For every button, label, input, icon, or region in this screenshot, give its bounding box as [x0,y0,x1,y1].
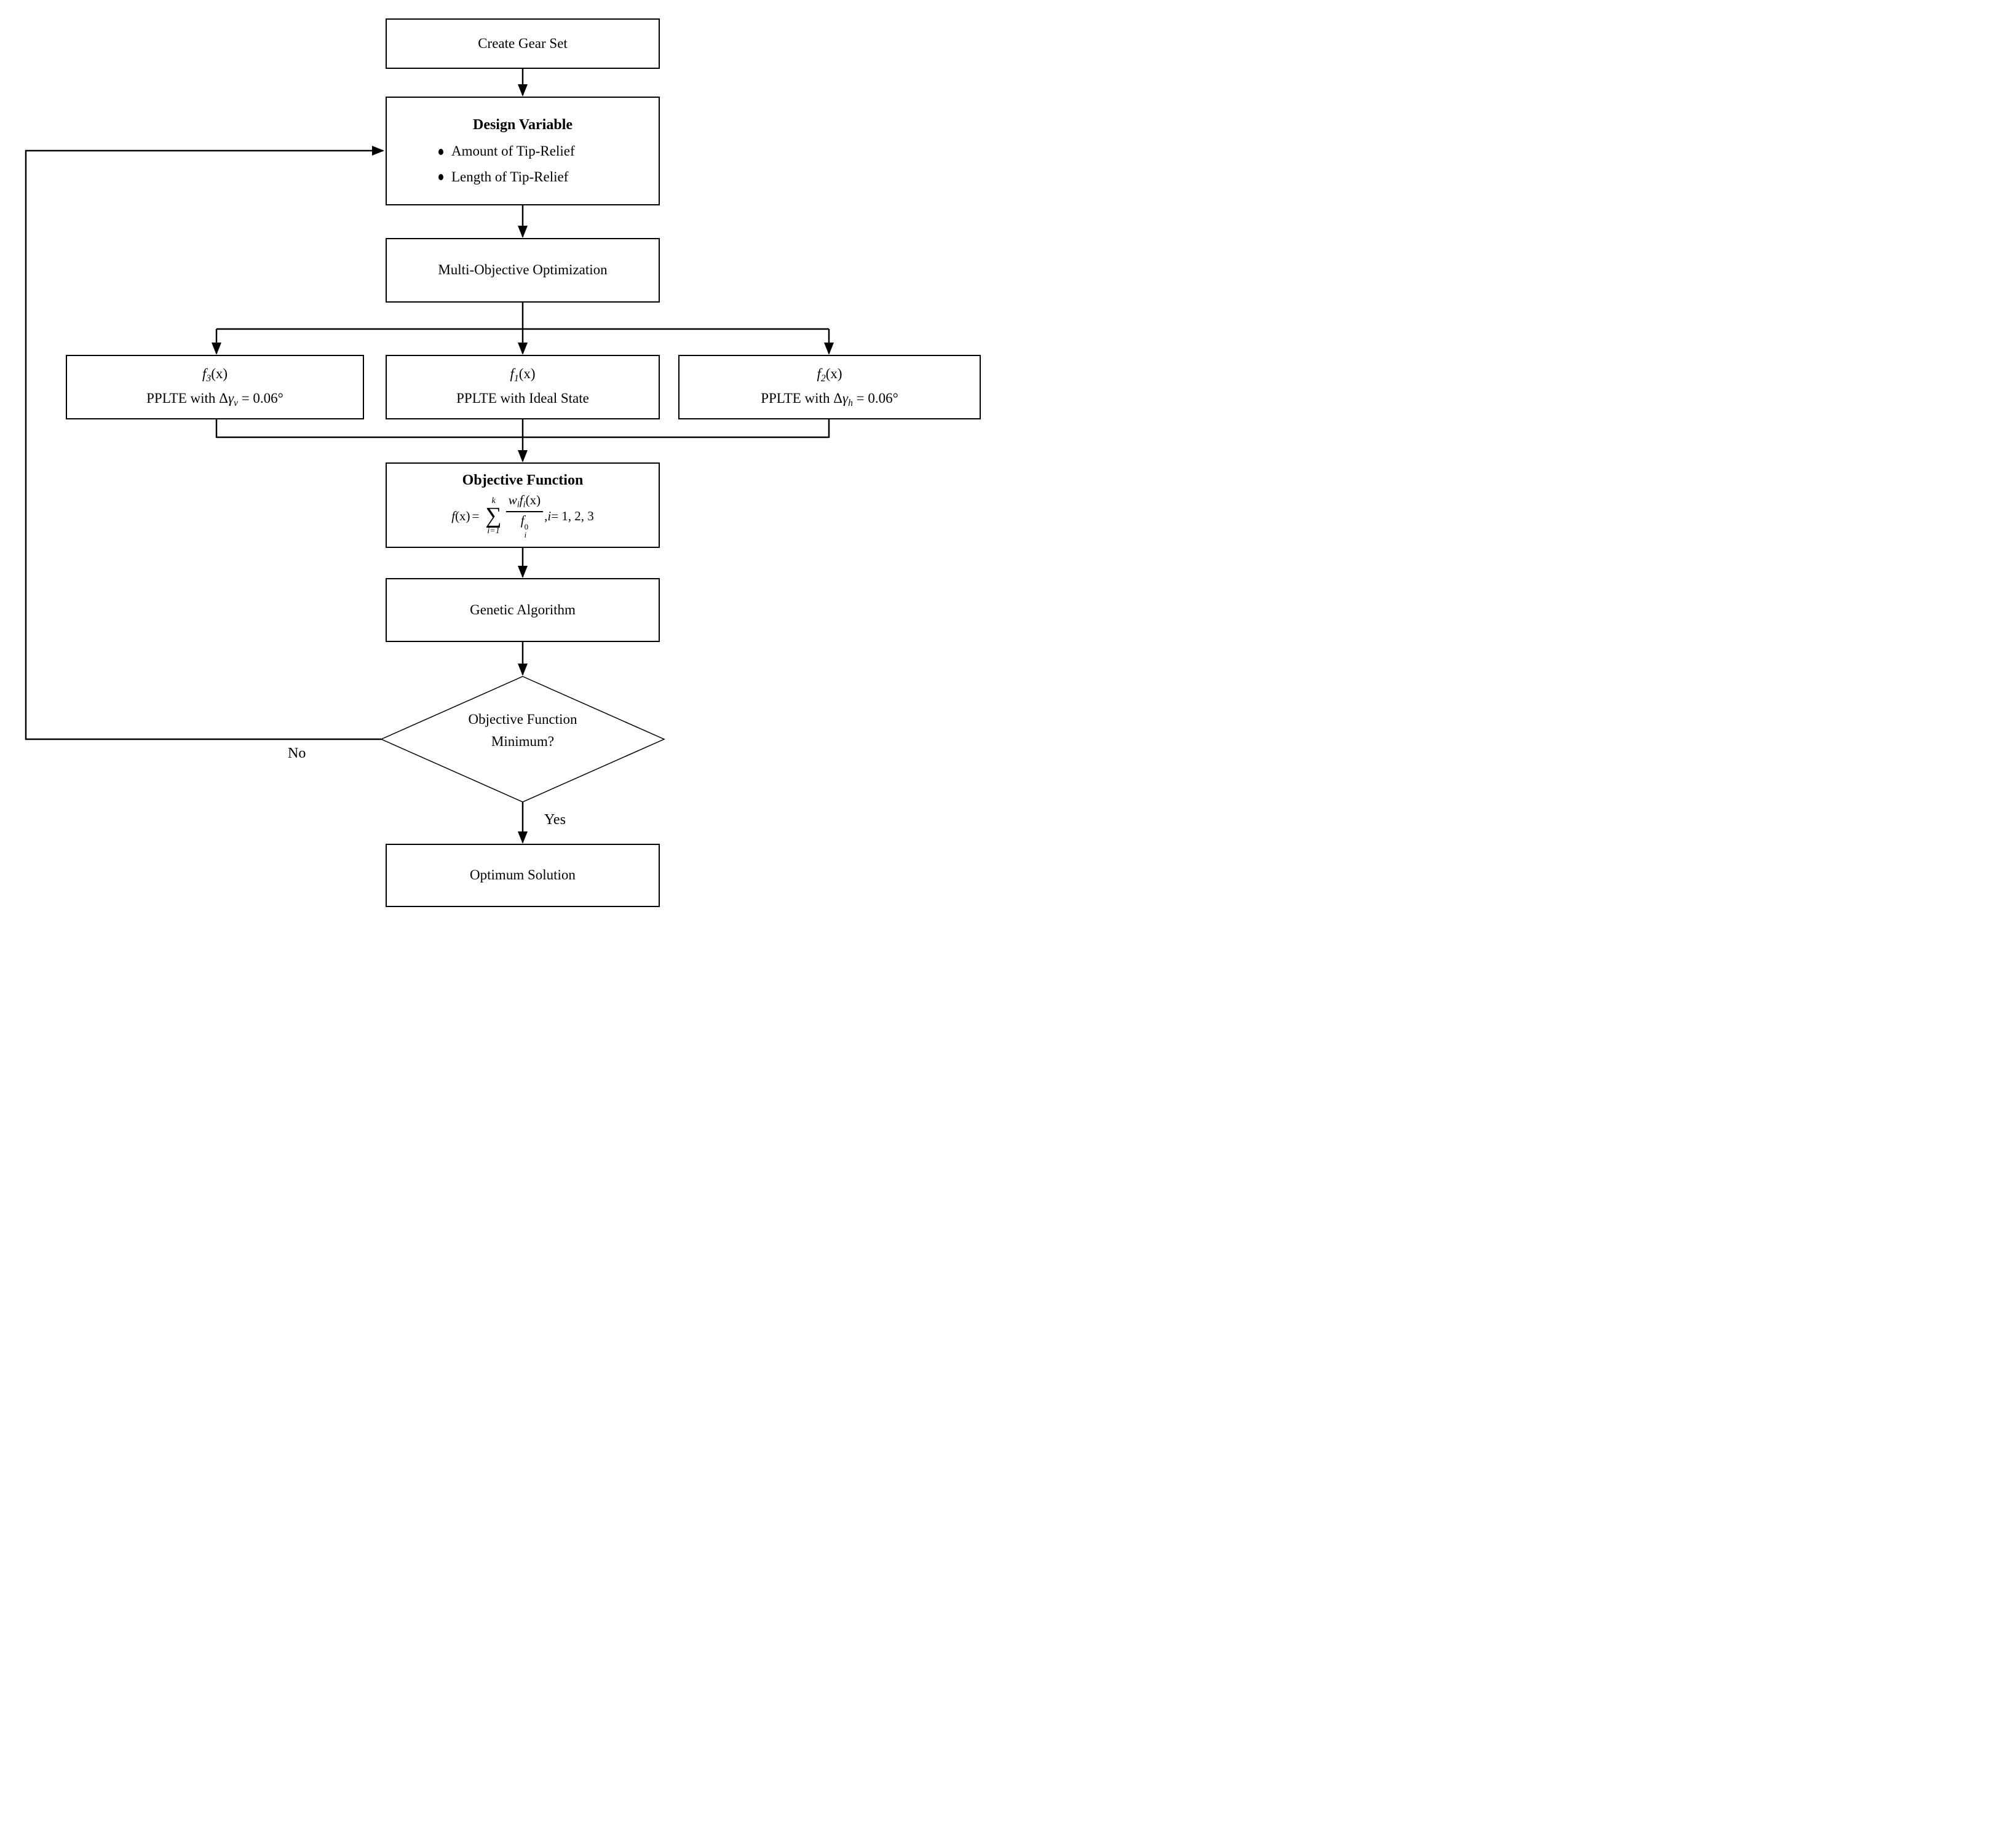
bullet-icon [438,174,443,181]
node-f1: f1(x) PPLTE with Ideal State [386,355,660,419]
desc-pre: PPLTE with Δ [761,390,842,406]
connector-layer [25,69,834,844]
func-args: (x) [518,365,536,381]
bullet-icon [438,148,443,155]
desc-gamma-sub: v [234,397,238,408]
node-genetic-algorithm: Genetic Algorithm [386,578,660,642]
optimum-solution-label: Optimum Solution [470,867,576,883]
desc-pre: PPLTE with Δ [146,390,228,406]
node-optimum-solution: Optimum Solution [386,844,660,907]
func-sub: 3 [206,373,212,384]
create-gear-set-label: Create Gear Set [478,35,568,51]
f1-func-label: f1(x) [510,365,535,385]
bullet-item: Amount of Tip-Relief [438,143,659,161]
func-sub: 1 [513,373,519,384]
desc-gamma: γ [842,390,849,406]
formula-equals: = [472,508,480,523]
objective-function-title: Objective Function [462,472,584,489]
genetic-algorithm-label: Genetic Algorithm [470,601,576,617]
node-create-gear-set: Create Gear Set [386,18,660,69]
sigma-upper-limit: k [491,496,496,506]
func-args: (x) [211,365,228,381]
formula-tail-post: = 1, 2, 3 [551,508,594,523]
desc-gamma: γ [228,390,234,406]
bullet-item: Length of Tip-Relief [438,169,659,186]
node-design-variable: Design Variable Amount of Tip-Relief Len… [386,97,660,205]
f3-func-label: f3(x) [202,365,228,385]
num-w: w [508,493,517,508]
f1-desc: PPLTE with Ideal State [456,390,589,410]
num-f-sub: i [523,499,526,510]
sigma-icon: ∑ [485,503,502,529]
f2-func-label: f2(x) [817,365,842,385]
num-args: (x) [525,493,541,508]
multi-objective-label: Multi-Objective Optimization [438,262,608,278]
func-name: f [817,365,821,381]
f2-desc: PPLTE with Δγh = 0.06° [761,390,898,410]
den-sub: i [524,530,527,540]
f3-desc: PPLTE with Δγv = 0.06° [146,390,283,410]
node-f3: f3(x) PPLTE with Δγv = 0.06° [66,355,364,419]
edge-label-no: No [288,745,306,761]
formula-tail-i: i [547,508,552,523]
formula-sigma: k ∑ i=1 [485,497,501,535]
bullet-label: Amount of Tip-Relief [451,143,575,159]
func-sub: 2 [820,373,826,384]
decision-label: Objective Function Minimum? [424,708,621,752]
decision-line2: Minimum? [491,733,555,749]
func-args: (x) [825,365,842,381]
desc-post: = 0.06° [237,390,283,406]
node-multi-objective-optimization: Multi-Objective Optimization [386,238,660,303]
edge-no-loop [25,146,384,740]
fraction-bar [505,511,544,513]
den-f: f [520,513,525,528]
flowchart-canvas: Create Gear Set Design Variable Amount o… [0,0,996,924]
decision-line1: Objective Function [468,712,577,727]
node-f2: f2(x) PPLTE with Δγh = 0.06° [678,355,981,419]
formula-lhs-args: (x) [455,508,470,523]
desc-pre: PPLTE with [456,390,529,406]
bullet-label: Length of Tip-Relief [451,169,569,184]
edge-label-yes: Yes [544,812,566,828]
design-variable-bullet-list: Amount of Tip-Relief Length of Tip-Relie… [387,143,659,186]
den-sup: 0 [524,521,529,531]
sigma-lower-limit: i=1 [487,526,500,536]
desc-gamma-sub: h [848,397,853,408]
desc-post: Ideal State [529,390,589,406]
num-f: f [519,493,523,508]
desc-post: = 0.06° [852,390,898,406]
num-w-sub: i [517,499,520,510]
func-name: f [202,365,207,381]
design-variable-title: Design Variable [472,117,573,133]
formula-tail-pre: , [544,508,548,523]
func-name: f [510,365,514,381]
formula-lhs-f: f [451,508,456,523]
node-objective-function: Objective Function f (x) = k ∑ i=1 wifi(… [386,462,660,548]
fraction-numerator: wifi(x) [506,493,543,510]
